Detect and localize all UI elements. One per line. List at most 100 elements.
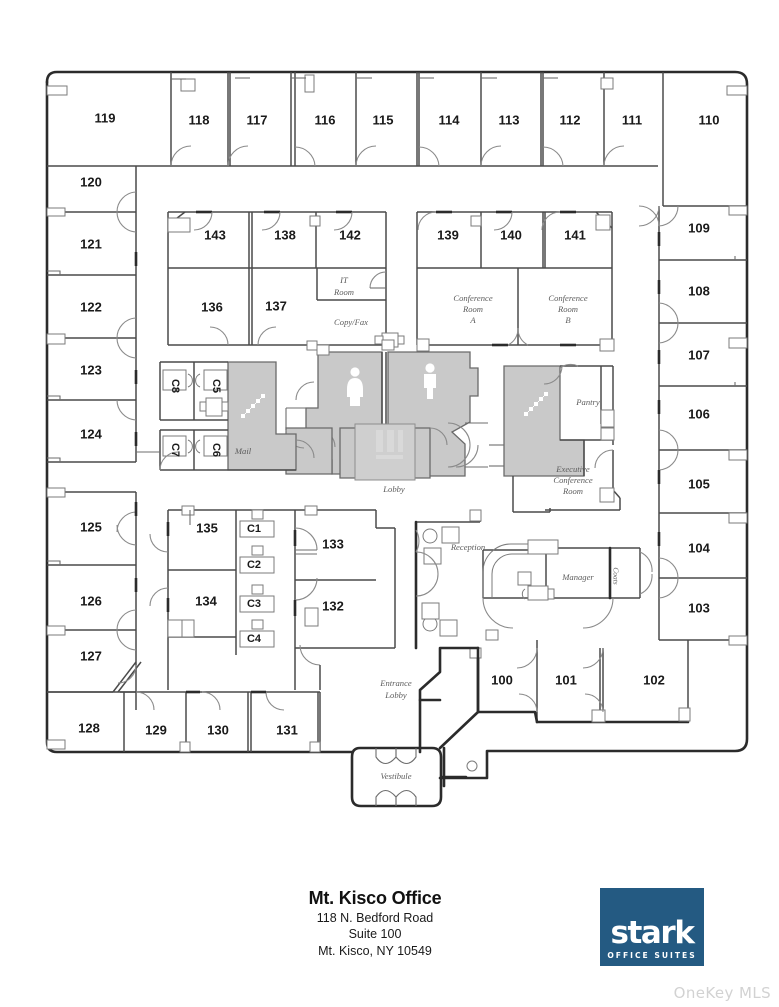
cubicle-C7: C7 [169,443,181,457]
room-number-102: 102 [643,672,665,687]
room-number-133: 133 [322,536,344,551]
west-stair-mail [136,361,315,471]
restroom-core [285,339,488,481]
room-number-128: 128 [78,720,100,735]
space-label-conference: Conference [553,475,592,485]
room-number-132: 132 [322,598,344,613]
entrance-lobby-connector [438,646,480,788]
room-number-140: 140 [500,227,522,242]
cubicle-C6: C6 [210,443,222,457]
stair-icon-west [241,394,265,418]
space-label-room: Room [462,304,483,314]
room-number-125: 125 [80,519,102,534]
room-number-106: 106 [688,406,710,421]
room-number-113: 113 [499,112,520,127]
address-block: Mt. Kisco Office 118 N. Bedford Road Sui… [250,888,500,959]
mens-restroom-icon [424,363,436,399]
stair-icon-east [524,392,548,416]
room-number-141: 141 [564,227,586,242]
room-number-118: 118 [189,112,210,127]
southwest-suite-block [149,505,396,690]
space-label-a: A [469,315,476,325]
room-number-114: 114 [439,112,461,127]
cubicle-C8: C8 [169,379,181,393]
cubicle-C3: C3 [247,598,261,610]
womens-restroom-icon [347,367,363,406]
space-label-coats: Coats [611,567,620,584]
space-label-copy-fax: Copy/Fax [334,317,368,327]
cubicle-C4: C4 [247,633,262,645]
office-title: Mt. Kisco Office [308,888,442,908]
logo-wordmark: stark [610,915,695,952]
core-conference-block [416,210,615,352]
space-label-it: IT [339,275,349,285]
room-number-111: 111 [622,112,642,127]
room-number-138: 138 [274,227,296,242]
room-number-107: 107 [688,347,710,362]
onekey-mls-watermark: OneKey MLS [673,984,771,1002]
room-number-137: 137 [265,298,287,313]
room-number-108: 108 [688,283,710,298]
room-number-122: 122 [80,299,102,314]
logo-tagline: OFFICE SUITES [607,951,697,960]
space-label-reception: Reception [450,542,485,552]
space-label-room: Room [333,287,354,297]
address-line-1: 118 N. Bedford Road [316,910,434,925]
space-label-manager: Manager [561,572,594,582]
room-number-130: 130 [207,722,229,737]
room-number-109: 109 [688,220,710,235]
space-label-executive: Executive [555,464,590,474]
room-number-101: 101 [555,672,577,687]
room-number-126: 126 [80,593,102,608]
address-line-2: Suite 100 [348,927,402,942]
space-label-b: B [565,315,571,325]
room-number-100: 100 [491,672,513,687]
room-number-127: 127 [80,648,102,663]
reception-block [414,509,653,650]
stark-office-suites-logo: stark OFFICE SUITES [600,888,704,966]
room-number-116: 116 [315,112,336,127]
space-label-lobby: Lobby [384,690,407,700]
space-label-conference: Conference [453,293,492,303]
east-stair-pantry-exec [489,363,621,513]
room-number-143: 143 [204,227,226,242]
space-label-pantry: Pantry [575,397,600,407]
room-number-129: 129 [145,722,167,737]
top-room-band [46,72,748,207]
room-number-134: 134 [195,593,217,608]
room-number-139: 139 [437,227,459,242]
vestibule-outline [350,746,478,808]
room-number-136: 136 [201,299,223,314]
cubicle-C2: C2 [247,559,261,571]
south-east-rooms [418,640,691,754]
room-number-103: 103 [688,600,710,615]
room-number-142: 142 [339,227,361,242]
space-label-room: Room [557,304,578,314]
room-number-120: 120 [80,174,102,189]
space-label-vestibule: Vestibule [380,771,411,781]
south-room-band [46,644,321,753]
room-number-124: 124 [80,426,102,441]
room-number-105: 105 [688,476,710,491]
room-number-110: 110 [699,112,720,127]
footer: Mt. Kisco Office 118 N. Bedford Road Sui… [0,860,779,1007]
room-number-131: 131 [276,722,298,737]
elevator-icon [376,430,403,459]
address-line-3: Mt. Kisco, NY 10549 [318,943,432,958]
right-room-band [638,205,748,646]
room-number-104: 104 [688,540,710,555]
room-number-121: 121 [80,236,102,251]
space-label-room: Room [562,486,583,496]
space-label-entrance: Entrance [379,678,412,688]
space-label-mail: Mail [234,446,252,456]
room-number-115: 115 [373,112,394,127]
core-north-block [167,210,405,351]
room-number-123: 123 [80,362,102,377]
space-label-conference: Conference [548,293,587,303]
cubicle-C5: C5 [210,379,222,393]
space-label-lobby: Lobby [382,484,405,494]
cubicle-C1: C1 [247,523,261,535]
